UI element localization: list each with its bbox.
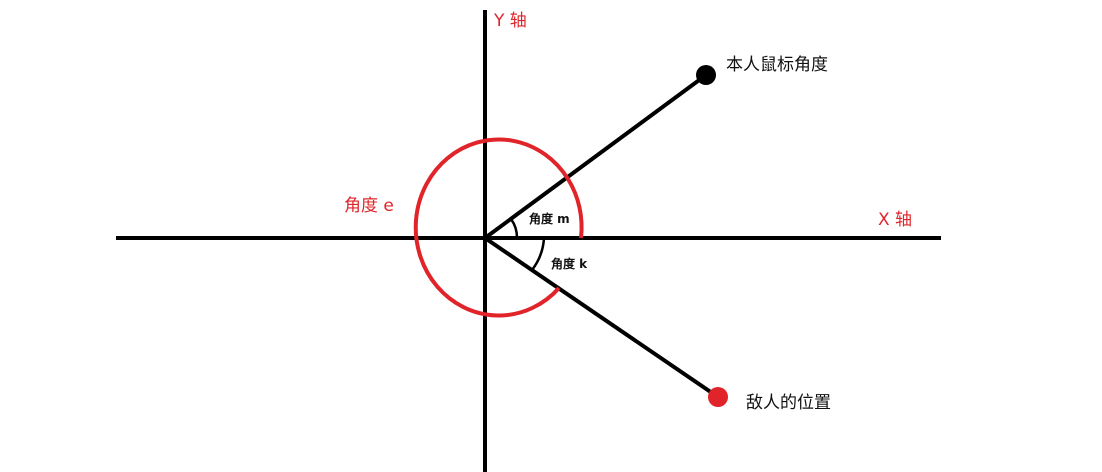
y-axis-label: Y 轴 xyxy=(494,11,527,31)
angle-k-label: 角度 k xyxy=(551,257,588,271)
angle-m-outer-arc xyxy=(566,177,584,239)
enemy-direction-ray xyxy=(483,236,720,399)
angle-k-arc xyxy=(530,237,546,271)
mouse-direction-ray xyxy=(483,73,708,240)
mouse-point xyxy=(696,65,716,85)
x-axis-label: X 轴 xyxy=(878,210,913,230)
angle-e-label: 角度 e xyxy=(344,196,394,216)
enemy-position-label: 敌人的位置 xyxy=(746,393,831,413)
mouse-direction-label: 本人鼠标角度 xyxy=(726,55,828,75)
angle-m-arc xyxy=(509,218,519,239)
enemy-point xyxy=(708,387,728,407)
angle-e-arc xyxy=(413,137,570,318)
angle-m-label: 角度 m xyxy=(529,212,570,226)
